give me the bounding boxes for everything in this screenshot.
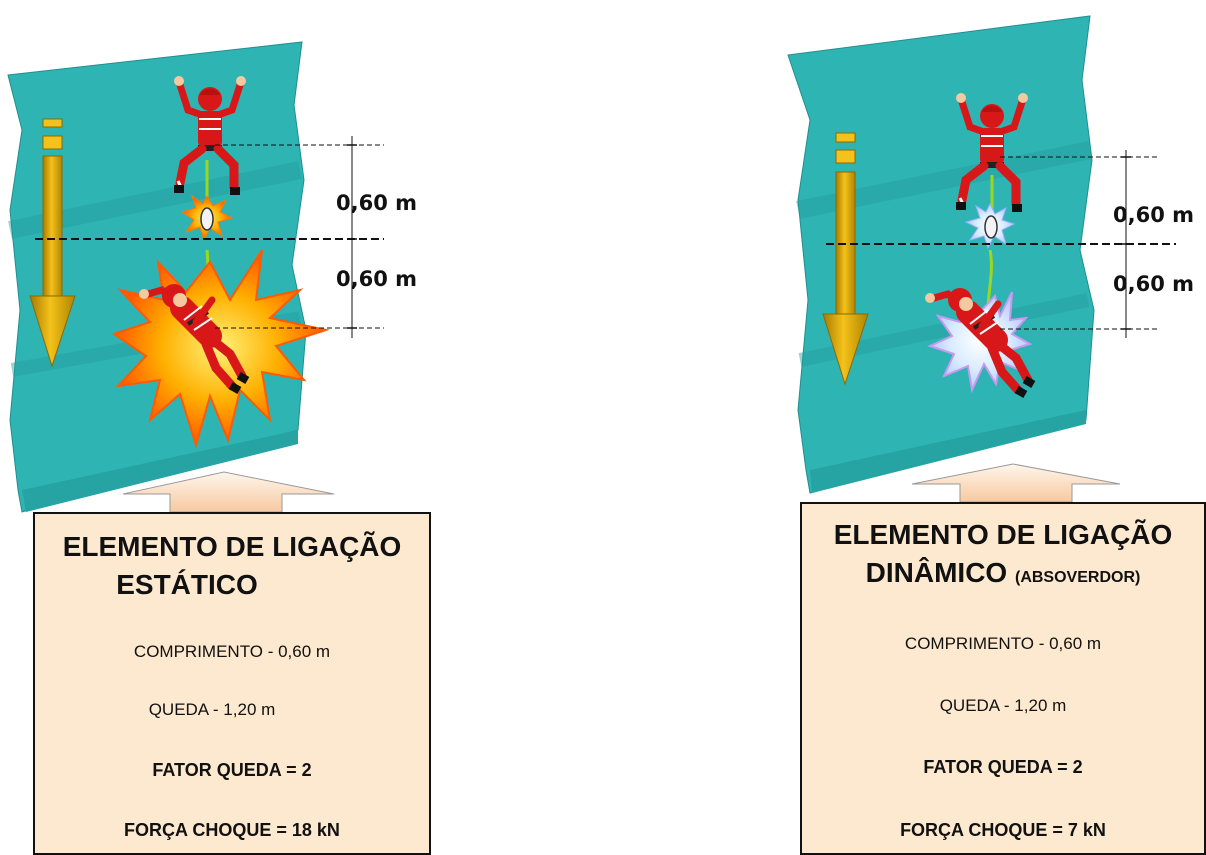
left-scene: 0,60 m 0,60 m — [7, 41, 417, 513]
left-info-panel: ELEMENTO DE LIGAÇÃO ESTÁTICO COMPRIMENTO… — [33, 512, 431, 855]
right-panel-forca: FORÇA CHOQUE = 7 kN — [900, 820, 1106, 840]
left-dimensions — [35, 136, 384, 338]
right-dimensions — [826, 150, 1176, 338]
right-panel-title-main: DINÂMICO — [865, 557, 1008, 588]
left-dim-upper-label: 0,60 m — [336, 191, 417, 215]
right-panel-title-line1: ELEMENTO DE LIGAÇÃO — [833, 519, 1173, 550]
left-panel-title-line1: ELEMENTO DE LIGAÇÃO — [62, 531, 402, 562]
right-dim-lower-label: 0,60 m — [1113, 272, 1194, 296]
left-panel-forca: FORÇA CHOQUE = 18 kN — [124, 820, 340, 840]
right-info-panel: ELEMENTO DE LIGAÇÃO DINÂMICO (ABSOVERDOR… — [800, 502, 1206, 855]
right-impact-burst — [927, 291, 1033, 394]
left-dim-lower-label: 0,60 m — [336, 267, 417, 291]
left-panel-queda: QUEDA - 1,20 m — [148, 700, 276, 719]
left-fall-arrow — [29, 118, 76, 368]
right-panel-comprimento: COMPRIMENTO - 0,60 m — [904, 634, 1102, 653]
right-scene: 0,60 m 0,60 m — [787, 15, 1194, 503]
right-panel-title-sub: (ABSOVERDOR) — [1014, 569, 1141, 586]
left-panel-title-line2: ESTÁTICO — [116, 569, 258, 600]
right-up-arrow — [911, 463, 1121, 503]
right-panel-title-line2: DINÂMICO (ABSOVERDOR) — [802, 554, 1204, 597]
right-dim-upper-label: 0,60 m — [1113, 203, 1194, 227]
left-panel-comprimento: COMPRIMENTO - 0,60 m — [133, 642, 331, 661]
left-panel-fator: FATOR QUEDA = 2 — [152, 760, 312, 780]
left-up-arrow — [122, 471, 335, 513]
right-panel-fator: FATOR QUEDA = 2 — [923, 757, 1083, 777]
right-panel-queda: QUEDA - 1,20 m — [939, 696, 1067, 715]
